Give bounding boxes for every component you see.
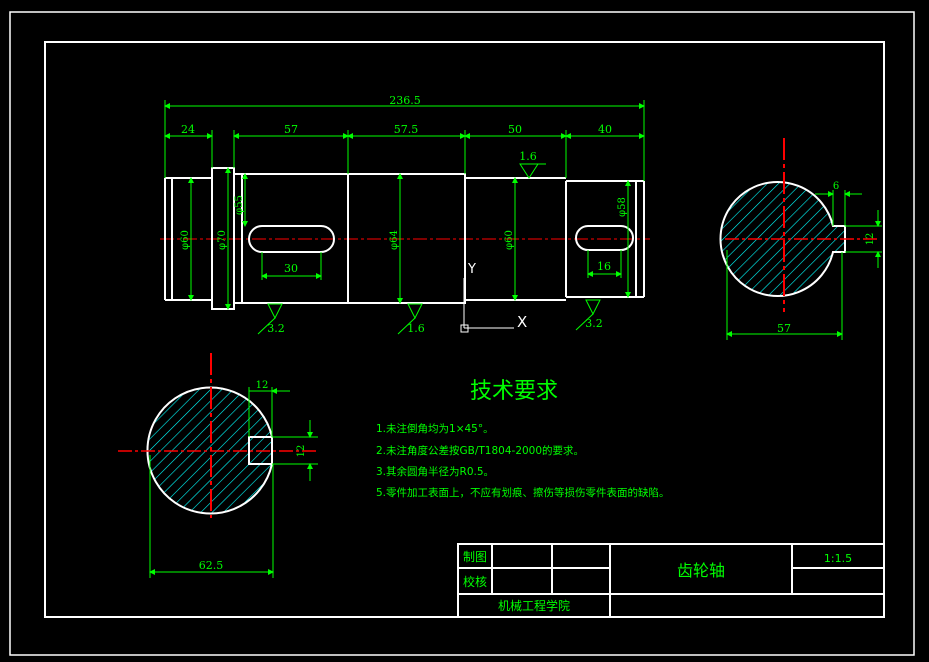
shaft-view: 236.5 24 57 57.5 50 40 30 16 1.6 3.2 1.6… bbox=[160, 94, 650, 335]
rough-b1: 3.2 bbox=[267, 322, 285, 335]
rough-b3: 3.2 bbox=[585, 317, 603, 330]
section-left-key-width: 12 bbox=[296, 445, 307, 458]
shaft-diam-texts: φ60 φ70 φ55 φ64 φ60 φ58 bbox=[180, 195, 628, 250]
title-block bbox=[457, 543, 885, 618]
title-school: 机械工程学院 bbox=[498, 598, 570, 613]
title-part-name: 齿轮轴 bbox=[677, 561, 725, 580]
title-scale: 1:1.5 bbox=[824, 552, 852, 565]
dim-seg1: 24 bbox=[181, 123, 195, 136]
dim-d2: φ70 bbox=[217, 230, 228, 250]
requirement-item: 3.其余圆角半径为R0.5。 bbox=[376, 465, 494, 478]
requirements-heading: 技术要求 bbox=[470, 379, 558, 404]
section-left-width: 62.5 bbox=[199, 559, 224, 572]
section-right-key-depth: 6 bbox=[833, 181, 839, 192]
rough-b2: 1.6 bbox=[407, 322, 425, 335]
title-checked-label: 校核 bbox=[463, 574, 487, 589]
dim-seg5: 40 bbox=[598, 123, 612, 136]
ucs-x: X bbox=[517, 313, 527, 331]
dim-keyway2: 16 bbox=[597, 260, 611, 273]
rough-top: 1.6 bbox=[519, 150, 537, 163]
requirement-item: 1.未注倒角均为1×45°。 bbox=[376, 422, 494, 435]
ucs-icon bbox=[460, 278, 514, 333]
section-left-body bbox=[146, 386, 273, 515]
ucs-y: Y bbox=[467, 262, 476, 277]
requirement-item: 2.未注角度公差按GB/T1804-2000的要求。 bbox=[376, 444, 584, 457]
section-left: 62.5 12 12 bbox=[118, 353, 318, 578]
section-left-key-depth: 12 bbox=[256, 380, 269, 391]
dim-seg4: 50 bbox=[508, 123, 522, 136]
dim-d3: φ55 bbox=[234, 195, 245, 215]
section-right-key-width: 12 bbox=[865, 233, 876, 246]
dim-d6: φ58 bbox=[617, 197, 628, 217]
dim-d4: φ64 bbox=[389, 230, 400, 250]
dim-d1: φ60 bbox=[180, 230, 191, 250]
section-right-width: 57 bbox=[777, 322, 791, 335]
section-right: 57 6 12 bbox=[719, 138, 882, 340]
shaft-dim-lines bbox=[164, 100, 645, 335]
dim-d5: φ60 bbox=[504, 230, 515, 250]
requirement-item: 5.零件加工表面上，不应有划痕、擦伤等损伤零件表面的缺陷。 bbox=[376, 486, 670, 499]
requirements-list: 1.未注倒角均为1×45°。 2.未注角度公差按GB/T1804-2000的要求… bbox=[376, 422, 670, 499]
inner-frame bbox=[44, 41, 885, 618]
title-drawn-label: 制图 bbox=[463, 550, 487, 564]
shaft-outline bbox=[164, 167, 645, 310]
dim-keyway1: 30 bbox=[284, 262, 298, 275]
outer-frame bbox=[9, 11, 915, 656]
dim-seg3: 57.5 bbox=[394, 123, 419, 136]
dim-seg2: 57 bbox=[284, 123, 298, 136]
dim-overall: 236.5 bbox=[389, 94, 421, 107]
shaft-dim-texts: 236.5 24 57 57.5 50 40 30 16 1.6 3.2 1.6… bbox=[181, 94, 612, 335]
